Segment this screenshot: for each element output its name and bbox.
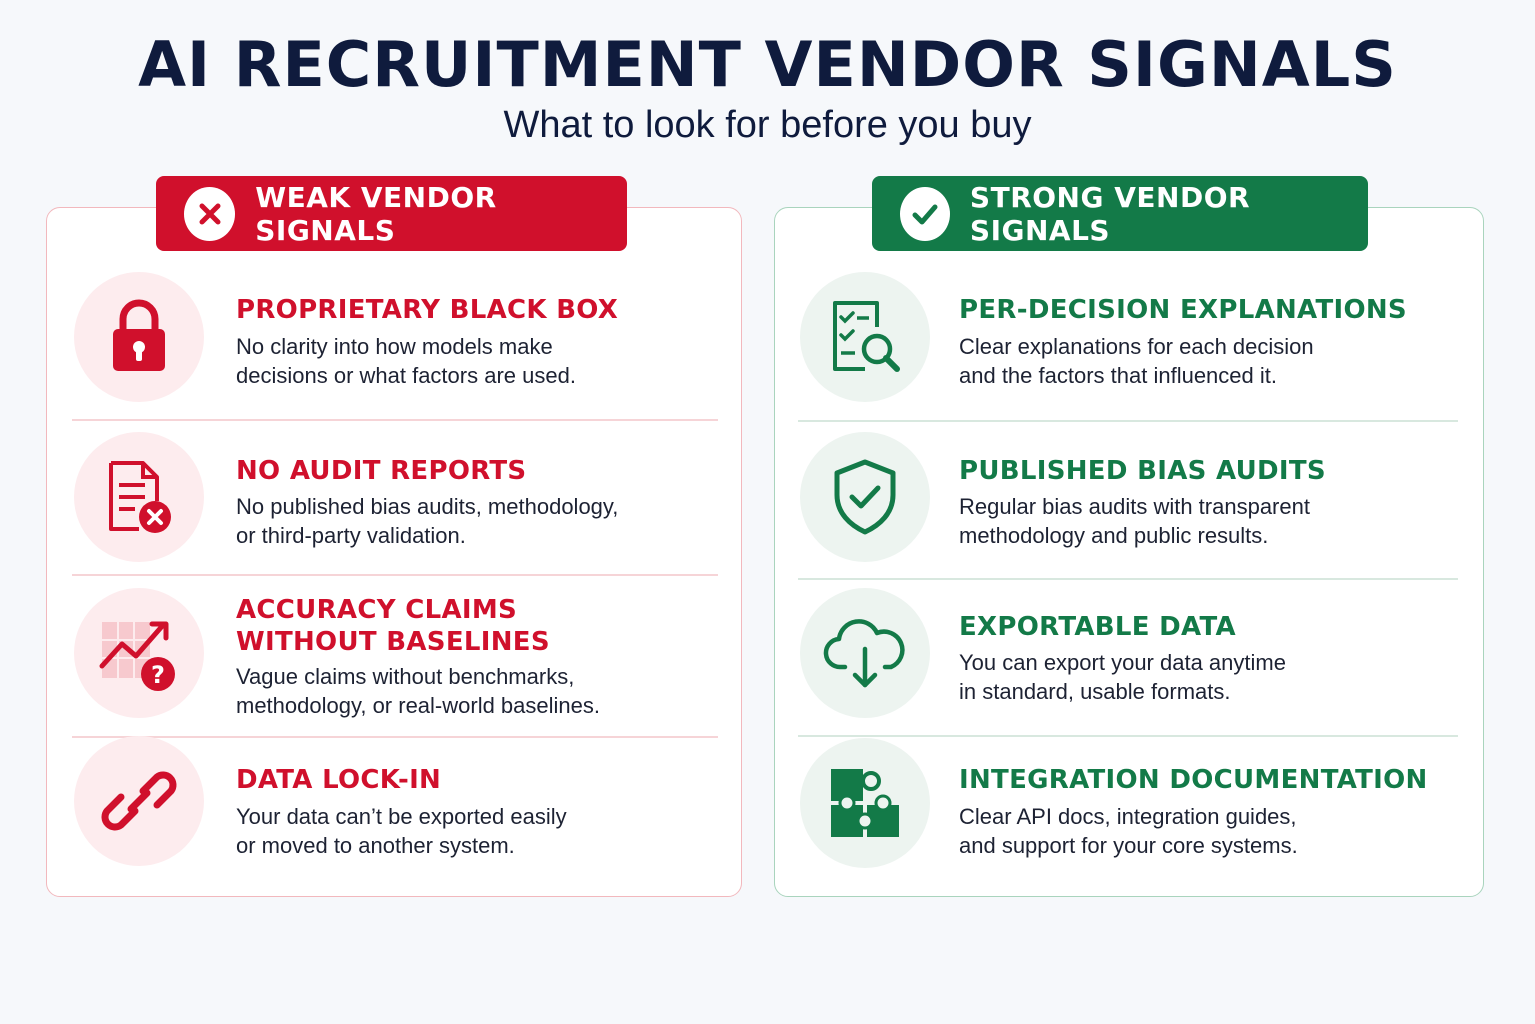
weak-item-title: ACCURACY CLAIMS WITHOUT BASELINES: [236, 595, 550, 657]
strong-item-title: PUBLISHED BIAS AUDITS: [959, 456, 1326, 486]
strong-item-title: PER-DECISION EXPLANATIONS: [959, 295, 1407, 325]
strong-item-title: EXPORTABLE DATA: [959, 612, 1236, 642]
divider: [798, 735, 1458, 737]
divider: [72, 419, 718, 421]
strong-item-desc: Clear explanations for each decision and…: [959, 334, 1314, 388]
weak-item-desc: No published bias audits, methodology, o…: [236, 494, 619, 548]
chart-question-icon: ?: [74, 588, 204, 718]
weak-item-title: NO AUDIT REPORTS: [236, 456, 527, 486]
strong-item-desc: Regular bias audits with transparent met…: [959, 494, 1310, 548]
strong-item-desc: Clear API docs, integration guides, and …: [959, 804, 1298, 858]
document-search-icon: [800, 272, 930, 402]
divider: [72, 574, 718, 576]
strong-signals-label: STRONG VENDOR SIGNALS: [969, 180, 1251, 247]
strong-signals-header: STRONG VENDOR SIGNALS: [872, 176, 1368, 251]
shield-check-icon: [800, 432, 930, 562]
weak-item-title: DATA LOCK-IN: [236, 765, 442, 795]
divider: [798, 578, 1458, 580]
x-icon: [184, 186, 236, 241]
weak-item-desc: Vague claims without benchmarks, methodo…: [236, 664, 600, 718]
svg-text:?: ?: [151, 661, 165, 689]
divider: [72, 736, 718, 738]
broken-link-icon: [74, 736, 204, 866]
page-subtitle: What to look for before you buy: [503, 104, 1032, 146]
document-x-icon: [74, 432, 204, 562]
weak-item-desc: Your data can’t be exported easily or mo…: [236, 804, 567, 858]
strong-item-desc: You can export your data anytime in stan…: [959, 650, 1286, 704]
puzzle-icon: [800, 738, 930, 868]
weak-signals-label: WEAK VENDOR SIGNALS: [255, 180, 497, 247]
page-title: AI RECRUITMENT VENDOR SIGNALS: [138, 28, 1397, 101]
weak-item-desc: No clarity into how models make decision…: [236, 334, 576, 388]
lock-icon: [74, 272, 204, 402]
weak-signals-header: WEAK VENDOR SIGNALS: [156, 176, 627, 251]
weak-item-title: PROPRIETARY BLACK BOX: [236, 295, 619, 325]
divider: [798, 420, 1458, 422]
strong-item-title: INTEGRATION DOCUMENTATION: [959, 765, 1428, 795]
cloud-download-icon: [800, 588, 930, 718]
check-icon: [900, 186, 950, 241]
